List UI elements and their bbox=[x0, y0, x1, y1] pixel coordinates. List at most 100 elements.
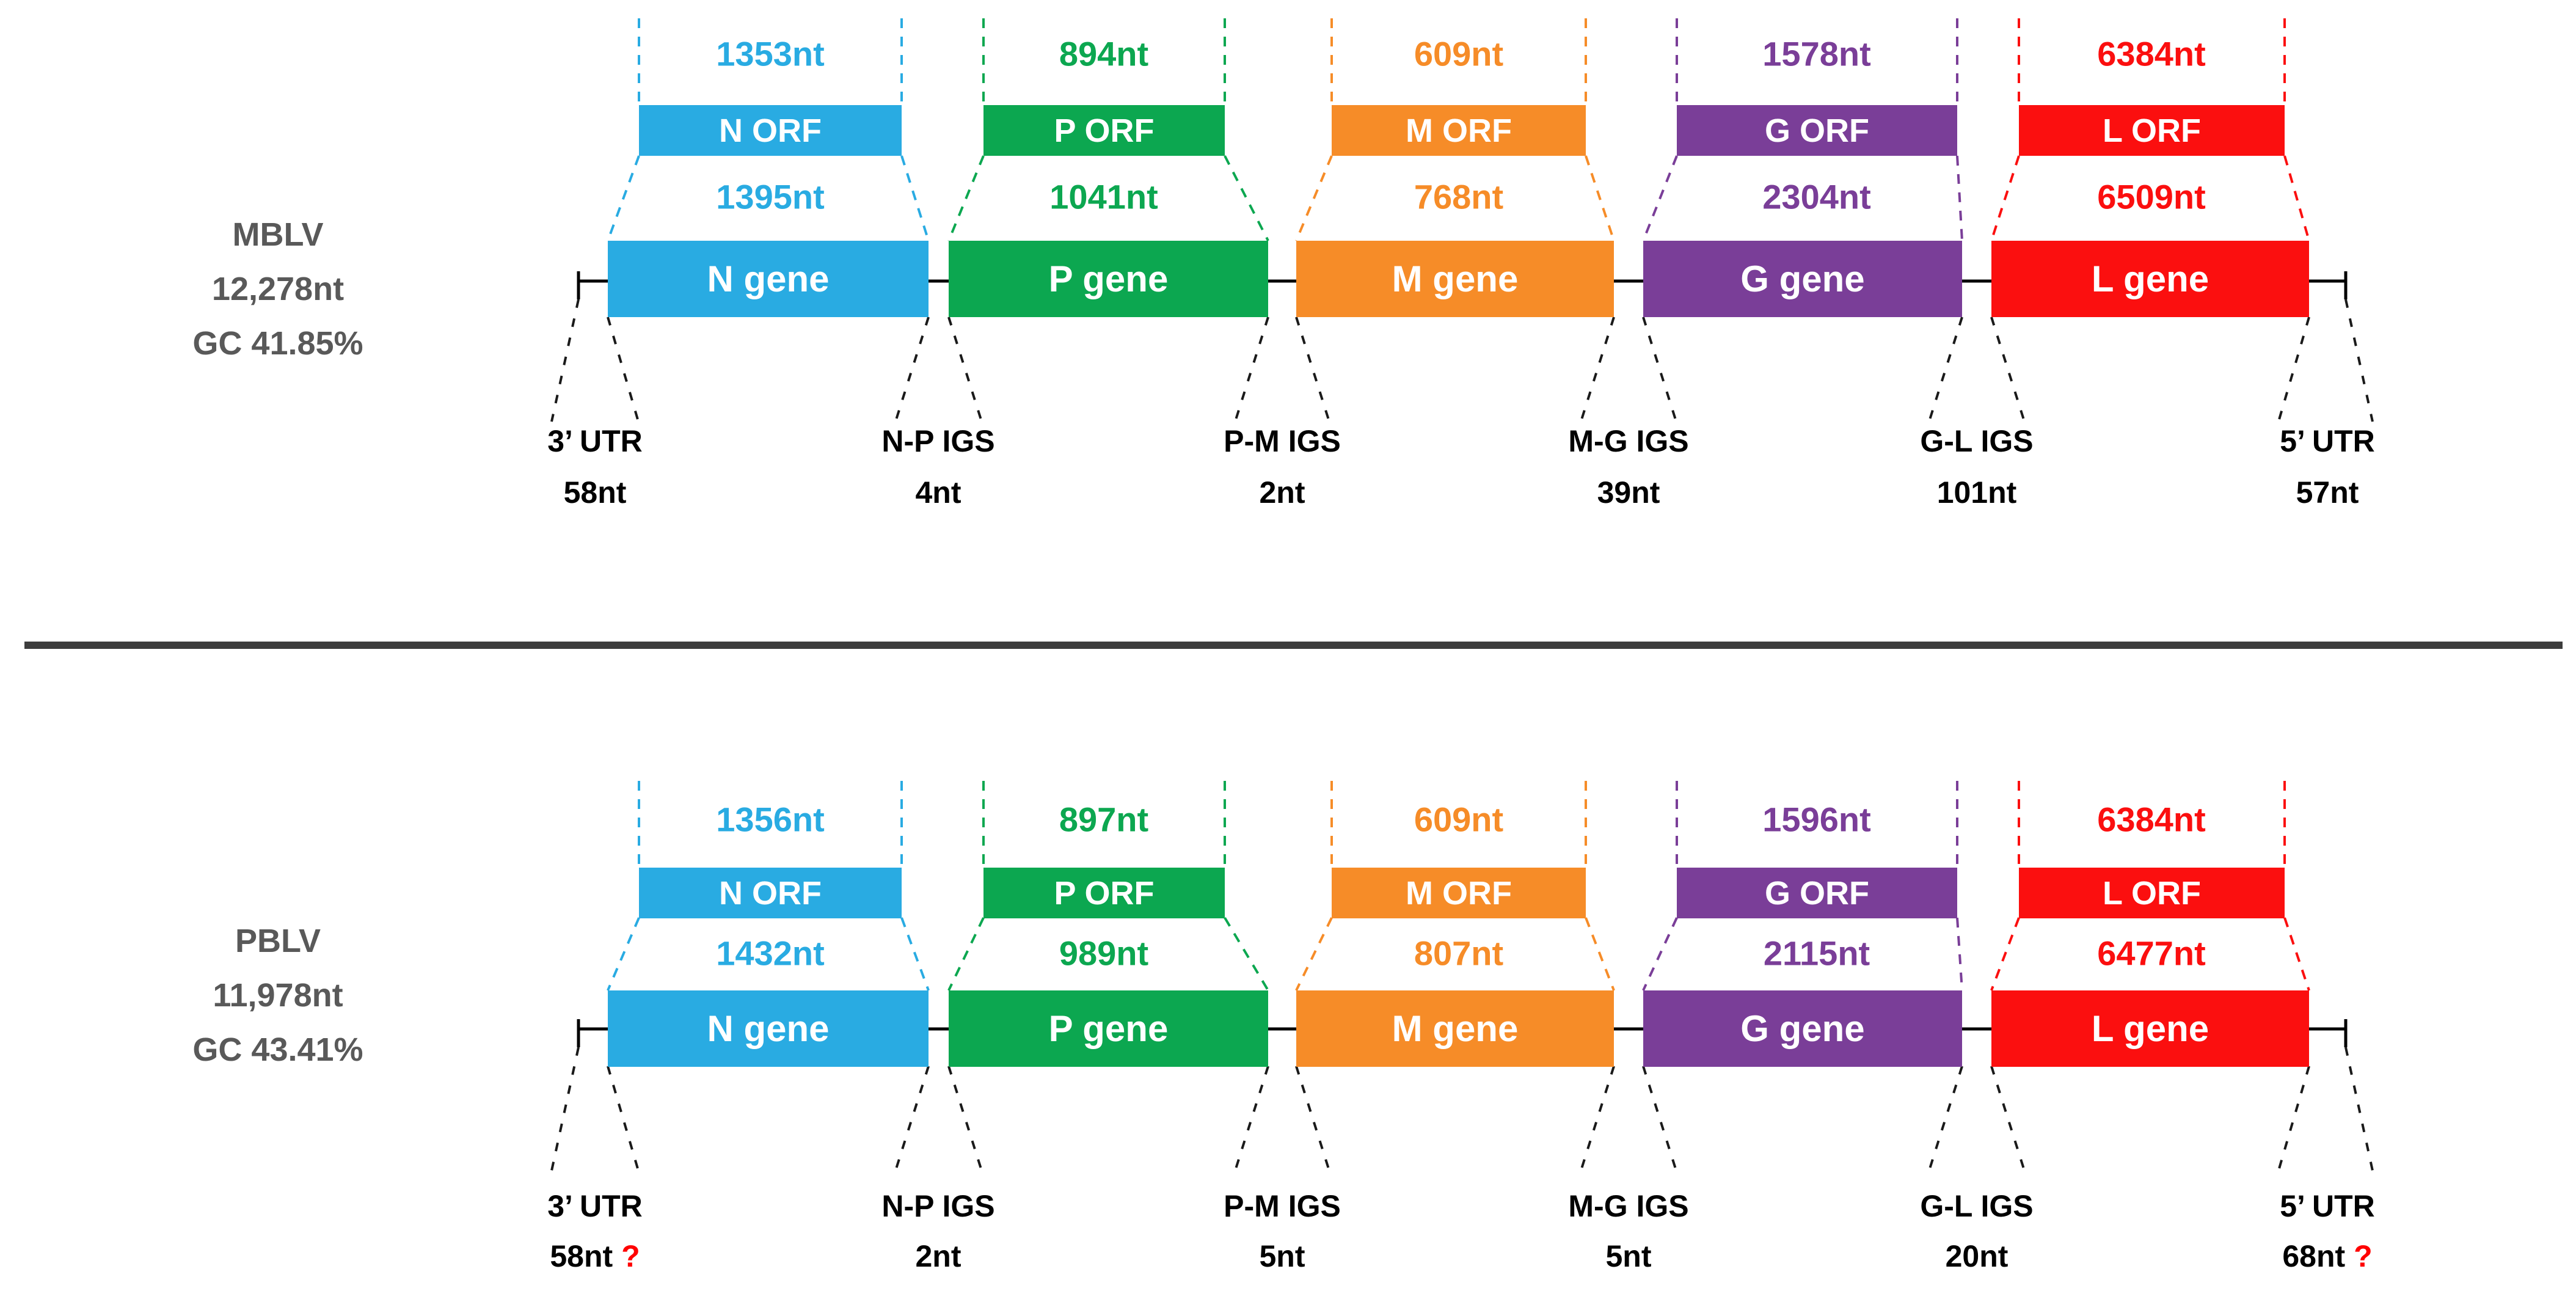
question-mark: ? bbox=[613, 1239, 640, 1273]
gene-box-label: N gene bbox=[707, 258, 830, 299]
orf-to-gene-line bbox=[1956, 917, 1963, 991]
gene-box-g: G gene bbox=[1643, 241, 1962, 317]
orf-box-label: M ORF bbox=[1406, 112, 1512, 149]
orf-length-label: 6384nt bbox=[2097, 34, 2206, 73]
utr-callout-line bbox=[2277, 317, 2310, 422]
virus-name: PBLV bbox=[235, 923, 321, 959]
orf-box-l: L ORF bbox=[2019, 868, 2285, 918]
region-name: N-P IGS bbox=[881, 424, 995, 458]
igs-callout-line bbox=[947, 317, 983, 422]
orf-to-gene-line bbox=[2283, 155, 2310, 241]
orf-to-gene-line bbox=[1224, 917, 1269, 992]
igs-callout-line bbox=[894, 317, 930, 422]
orf-box-p: P ORF bbox=[983, 868, 1225, 918]
region-value: 5nt bbox=[1259, 1239, 1305, 1273]
orf-to-gene-line bbox=[1224, 155, 1269, 241]
virus-gc-content: GC 41.85% bbox=[192, 325, 363, 362]
orf-box-g: G ORF bbox=[1677, 868, 1957, 918]
gene-box-l: L gene bbox=[1991, 990, 2309, 1067]
region-name: M-G IGS bbox=[1568, 1189, 1689, 1223]
igs-callout-line bbox=[1928, 317, 1963, 422]
gene-box-p: P gene bbox=[949, 990, 1268, 1067]
orf-length-label: 1596nt bbox=[1762, 800, 1871, 839]
region-value: 68nt ? bbox=[2282, 1239, 2373, 1273]
utr-callout-line bbox=[2277, 1066, 2310, 1171]
gene-box-label: N gene bbox=[707, 1008, 830, 1049]
orf-box-label: N ORF bbox=[719, 874, 822, 912]
gene-box-label: G gene bbox=[1740, 258, 1865, 299]
orf-box-label: P ORF bbox=[1054, 874, 1155, 912]
utr-callout-line bbox=[550, 299, 580, 422]
utr-callout-line bbox=[2344, 1047, 2374, 1171]
orf-to-gene-line bbox=[607, 155, 640, 241]
gene-length-label: 1395nt bbox=[716, 177, 825, 216]
gene-length-label: 6477nt bbox=[2097, 934, 2206, 973]
igs-callout-line bbox=[1234, 317, 1269, 422]
orf-length-label: 897nt bbox=[1059, 800, 1149, 839]
orf-box-l: L ORF bbox=[2019, 105, 2285, 156]
gene-box-n: N gene bbox=[608, 241, 929, 317]
orf-to-gene-line bbox=[947, 917, 985, 991]
igs-callout-line bbox=[1295, 1066, 1330, 1171]
orf-box-p: P ORF bbox=[983, 105, 1225, 156]
orf-to-gene-line bbox=[900, 155, 930, 241]
gene-box-label: M gene bbox=[1392, 258, 1519, 299]
orf-to-gene-line bbox=[1990, 155, 2020, 241]
gene-length-label: 807nt bbox=[1414, 934, 1504, 973]
orf-length-label: 609nt bbox=[1414, 34, 1504, 73]
orf-box-m: M ORF bbox=[1332, 868, 1586, 918]
region-value: 2nt bbox=[915, 1239, 961, 1273]
orf-box-n: N ORF bbox=[639, 868, 902, 918]
gene-box-m: M gene bbox=[1296, 241, 1614, 317]
gene-length-label: 989nt bbox=[1059, 934, 1149, 973]
region-value: 57nt bbox=[2296, 475, 2359, 510]
region-name: G-L IGS bbox=[1920, 1189, 2034, 1223]
orf-box-label: G ORF bbox=[1765, 112, 1869, 149]
region-name: 5’ UTR bbox=[2280, 424, 2375, 458]
orf-to-gene-line bbox=[1585, 155, 1615, 241]
orf-to-gene-line bbox=[1642, 917, 1678, 991]
igs-callout-line bbox=[1928, 1066, 1963, 1171]
gene-box-l: L gene bbox=[1991, 241, 2309, 317]
region-name: P-M IGS bbox=[1224, 424, 1341, 458]
question-mark: ? bbox=[2345, 1239, 2373, 1273]
orf-to-gene-line bbox=[1585, 917, 1615, 991]
orf-box-label: L ORF bbox=[2103, 112, 2201, 149]
orf-box-label: P ORF bbox=[1054, 112, 1155, 149]
region-name: N-P IGS bbox=[881, 1189, 995, 1223]
igs-callout-line bbox=[894, 1066, 930, 1171]
igs-callout-line bbox=[1295, 317, 1330, 422]
orf-to-gene-line bbox=[607, 917, 640, 991]
orf-box-label: G ORF bbox=[1765, 874, 1869, 912]
region-value: 58nt ? bbox=[550, 1239, 640, 1273]
virus-gc-content: GC 43.41% bbox=[192, 1031, 363, 1069]
orf-to-gene-line bbox=[900, 917, 930, 991]
region-value: 4nt bbox=[915, 475, 961, 510]
gene-box-g: G gene bbox=[1643, 990, 1962, 1067]
orf-to-gene-line bbox=[1295, 155, 1333, 241]
orf-box-m: M ORF bbox=[1332, 105, 1586, 156]
orf-length-label: 894nt bbox=[1059, 34, 1149, 73]
virus-info-pblv: PBLV 11,978nt GC 43.41% bbox=[192, 914, 363, 1077]
orf-to-gene-line bbox=[1642, 155, 1678, 241]
gene-length-label: 2115nt bbox=[1763, 934, 1870, 973]
region-name: 5’ UTR bbox=[2280, 1189, 2375, 1223]
orf-box-label: M ORF bbox=[1406, 874, 1512, 912]
igs-callout-line bbox=[1990, 317, 2026, 422]
virus-name: MBLV bbox=[232, 216, 324, 253]
region-name: 3’ UTR bbox=[547, 424, 643, 458]
gene-box-label: P gene bbox=[1048, 258, 1169, 299]
utr-callout-line bbox=[607, 1066, 640, 1171]
gene-box-label: G gene bbox=[1740, 1008, 1865, 1049]
orf-length-label: 1356nt bbox=[716, 800, 825, 839]
gene-box-label: M gene bbox=[1392, 1008, 1519, 1049]
gene-length-label: 6509nt bbox=[2097, 177, 2206, 216]
igs-callout-line bbox=[1642, 317, 1677, 422]
gene-length-label: 768nt bbox=[1414, 177, 1504, 216]
orf-to-gene-line bbox=[947, 155, 985, 241]
orf-box-label: L ORF bbox=[2103, 874, 2201, 912]
orf-length-label: 1578nt bbox=[1762, 34, 1871, 73]
orf-box-g: G ORF bbox=[1677, 105, 1957, 156]
gene-length-label: 2304nt bbox=[1762, 177, 1871, 216]
igs-callout-line bbox=[1580, 317, 1615, 422]
